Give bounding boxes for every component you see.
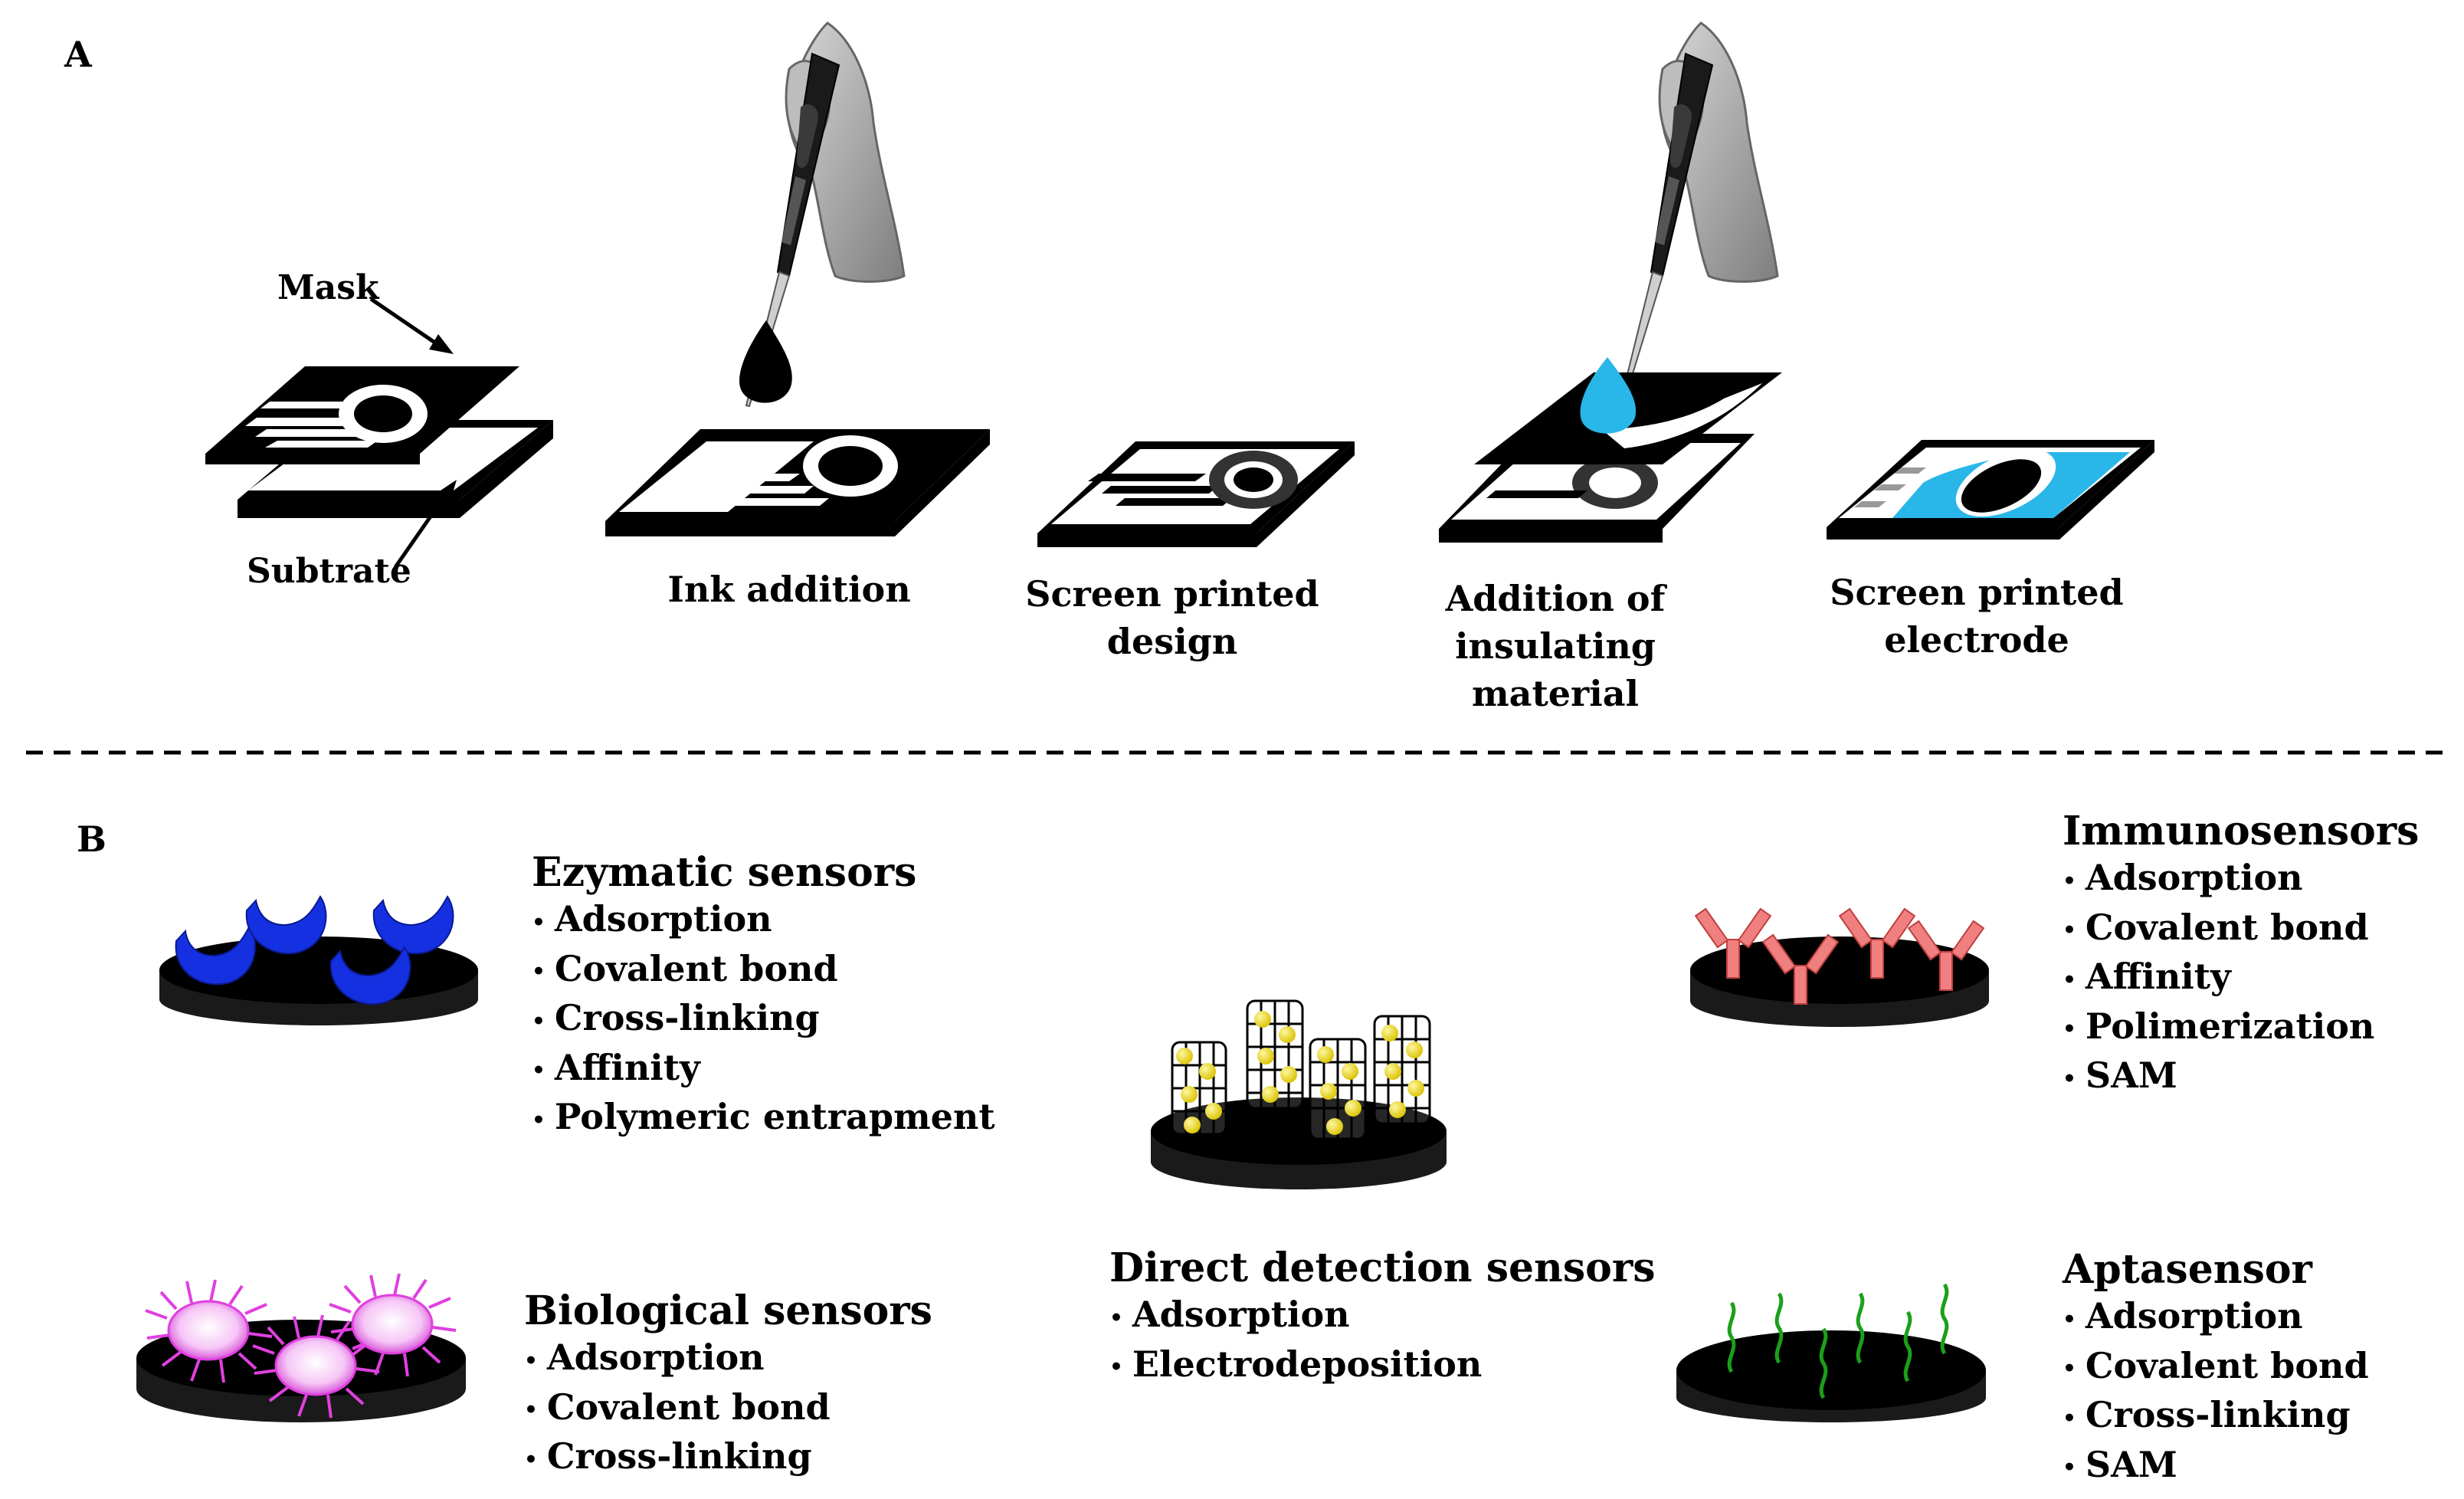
step-insulating-label: Addition of insulating material	[1445, 578, 1666, 714]
panel-b-letter: B	[77, 818, 106, 860]
method-item: Adsorption	[1109, 1291, 1656, 1341]
insulating-addition-illustration	[1439, 21, 1782, 543]
method-item: Covalent bond	[2063, 1343, 2369, 1392]
method-item: Electrodeposition	[1109, 1341, 1656, 1391]
substrate-label: Subtrate	[247, 552, 411, 591]
step-electrode-label: Screen printed electrode	[1830, 572, 2124, 661]
direct-detection-disk-illustration	[1151, 999, 1447, 1189]
apta-title: Aptasensor	[2063, 1246, 2312, 1293]
biological-sensor-block: Biological sensors Adsorption Covalent b…	[524, 1287, 932, 1483]
mask-label: Mask	[277, 268, 379, 307]
method-item: Adsorption	[524, 1334, 932, 1384]
method-item: SAM	[2063, 1052, 2419, 1102]
apta-methods: Adsorption Covalent bond Cross-linking S…	[2063, 1293, 2369, 1491]
step-ink-addition-label: Ink addition	[667, 569, 911, 610]
ink-addition-illustration	[605, 21, 990, 536]
method-item: Covalent bond	[532, 946, 995, 996]
method-item: Polymeric entrapment	[532, 1094, 995, 1143]
enzymatic-title: Ezymatic sensors	[532, 849, 917, 896]
direct-sensor-block: Direct detection sensors Adsorption Elec…	[1109, 1245, 1656, 1390]
direct-methods: Adsorption Electrodeposition	[1109, 1291, 1656, 1390]
method-item: Adsorption	[2063, 1293, 2369, 1343]
panel-a-letter: A	[64, 34, 92, 75]
method-item: Affinity	[2063, 953, 2419, 1003]
immuno-disk-illustration	[1690, 907, 1989, 1027]
method-item: Cross-linking	[2063, 1392, 2369, 1442]
method-item: Affinity	[532, 1045, 995, 1094]
method-item: Cross-linking	[532, 995, 995, 1045]
immuno-title: Immunosensors	[2063, 808, 2420, 854]
method-item: Covalent bond	[524, 1384, 932, 1434]
enzymatic-disk-illustration	[159, 895, 478, 1025]
method-item: Polimerization	[2063, 1003, 2419, 1053]
mask-substrate-illustration	[205, 297, 553, 569]
biological-title: Biological sensors	[524, 1287, 932, 1334]
biological-disk-illustration	[136, 1273, 466, 1422]
enzymatic-methods: Adsorption Covalent bond Cross-linking A…	[532, 896, 995, 1143]
apta-disk-illustration	[1676, 1283, 1986, 1422]
direct-title: Direct detection sensors	[1109, 1245, 1656, 1291]
method-item: Covalent bond	[2063, 904, 2419, 954]
method-item: Cross-linking	[524, 1433, 932, 1483]
biological-methods: Adsorption Covalent bond Cross-linking	[524, 1334, 932, 1483]
method-item: Adsorption	[532, 896, 995, 946]
printed-design-illustration	[1037, 441, 1355, 547]
printed-electrode-illustration	[1827, 440, 2154, 540]
immuno-methods: Adsorption Covalent bond Affinity Polime…	[2063, 854, 2419, 1102]
method-item: SAM	[2063, 1442, 2369, 1491]
apta-sensor-block: Aptasensor Adsorption Covalent bond Cros…	[2063, 1246, 2369, 1491]
method-item: Adsorption	[2063, 854, 2419, 904]
step-printed-design-label: Screen printed design	[1025, 573, 1319, 662]
enzymatic-sensor-block: Ezymatic sensors Adsorption Covalent bon…	[532, 849, 995, 1143]
immuno-sensor-block: Immunosensors Adsorption Covalent bond A…	[2063, 808, 2419, 1102]
